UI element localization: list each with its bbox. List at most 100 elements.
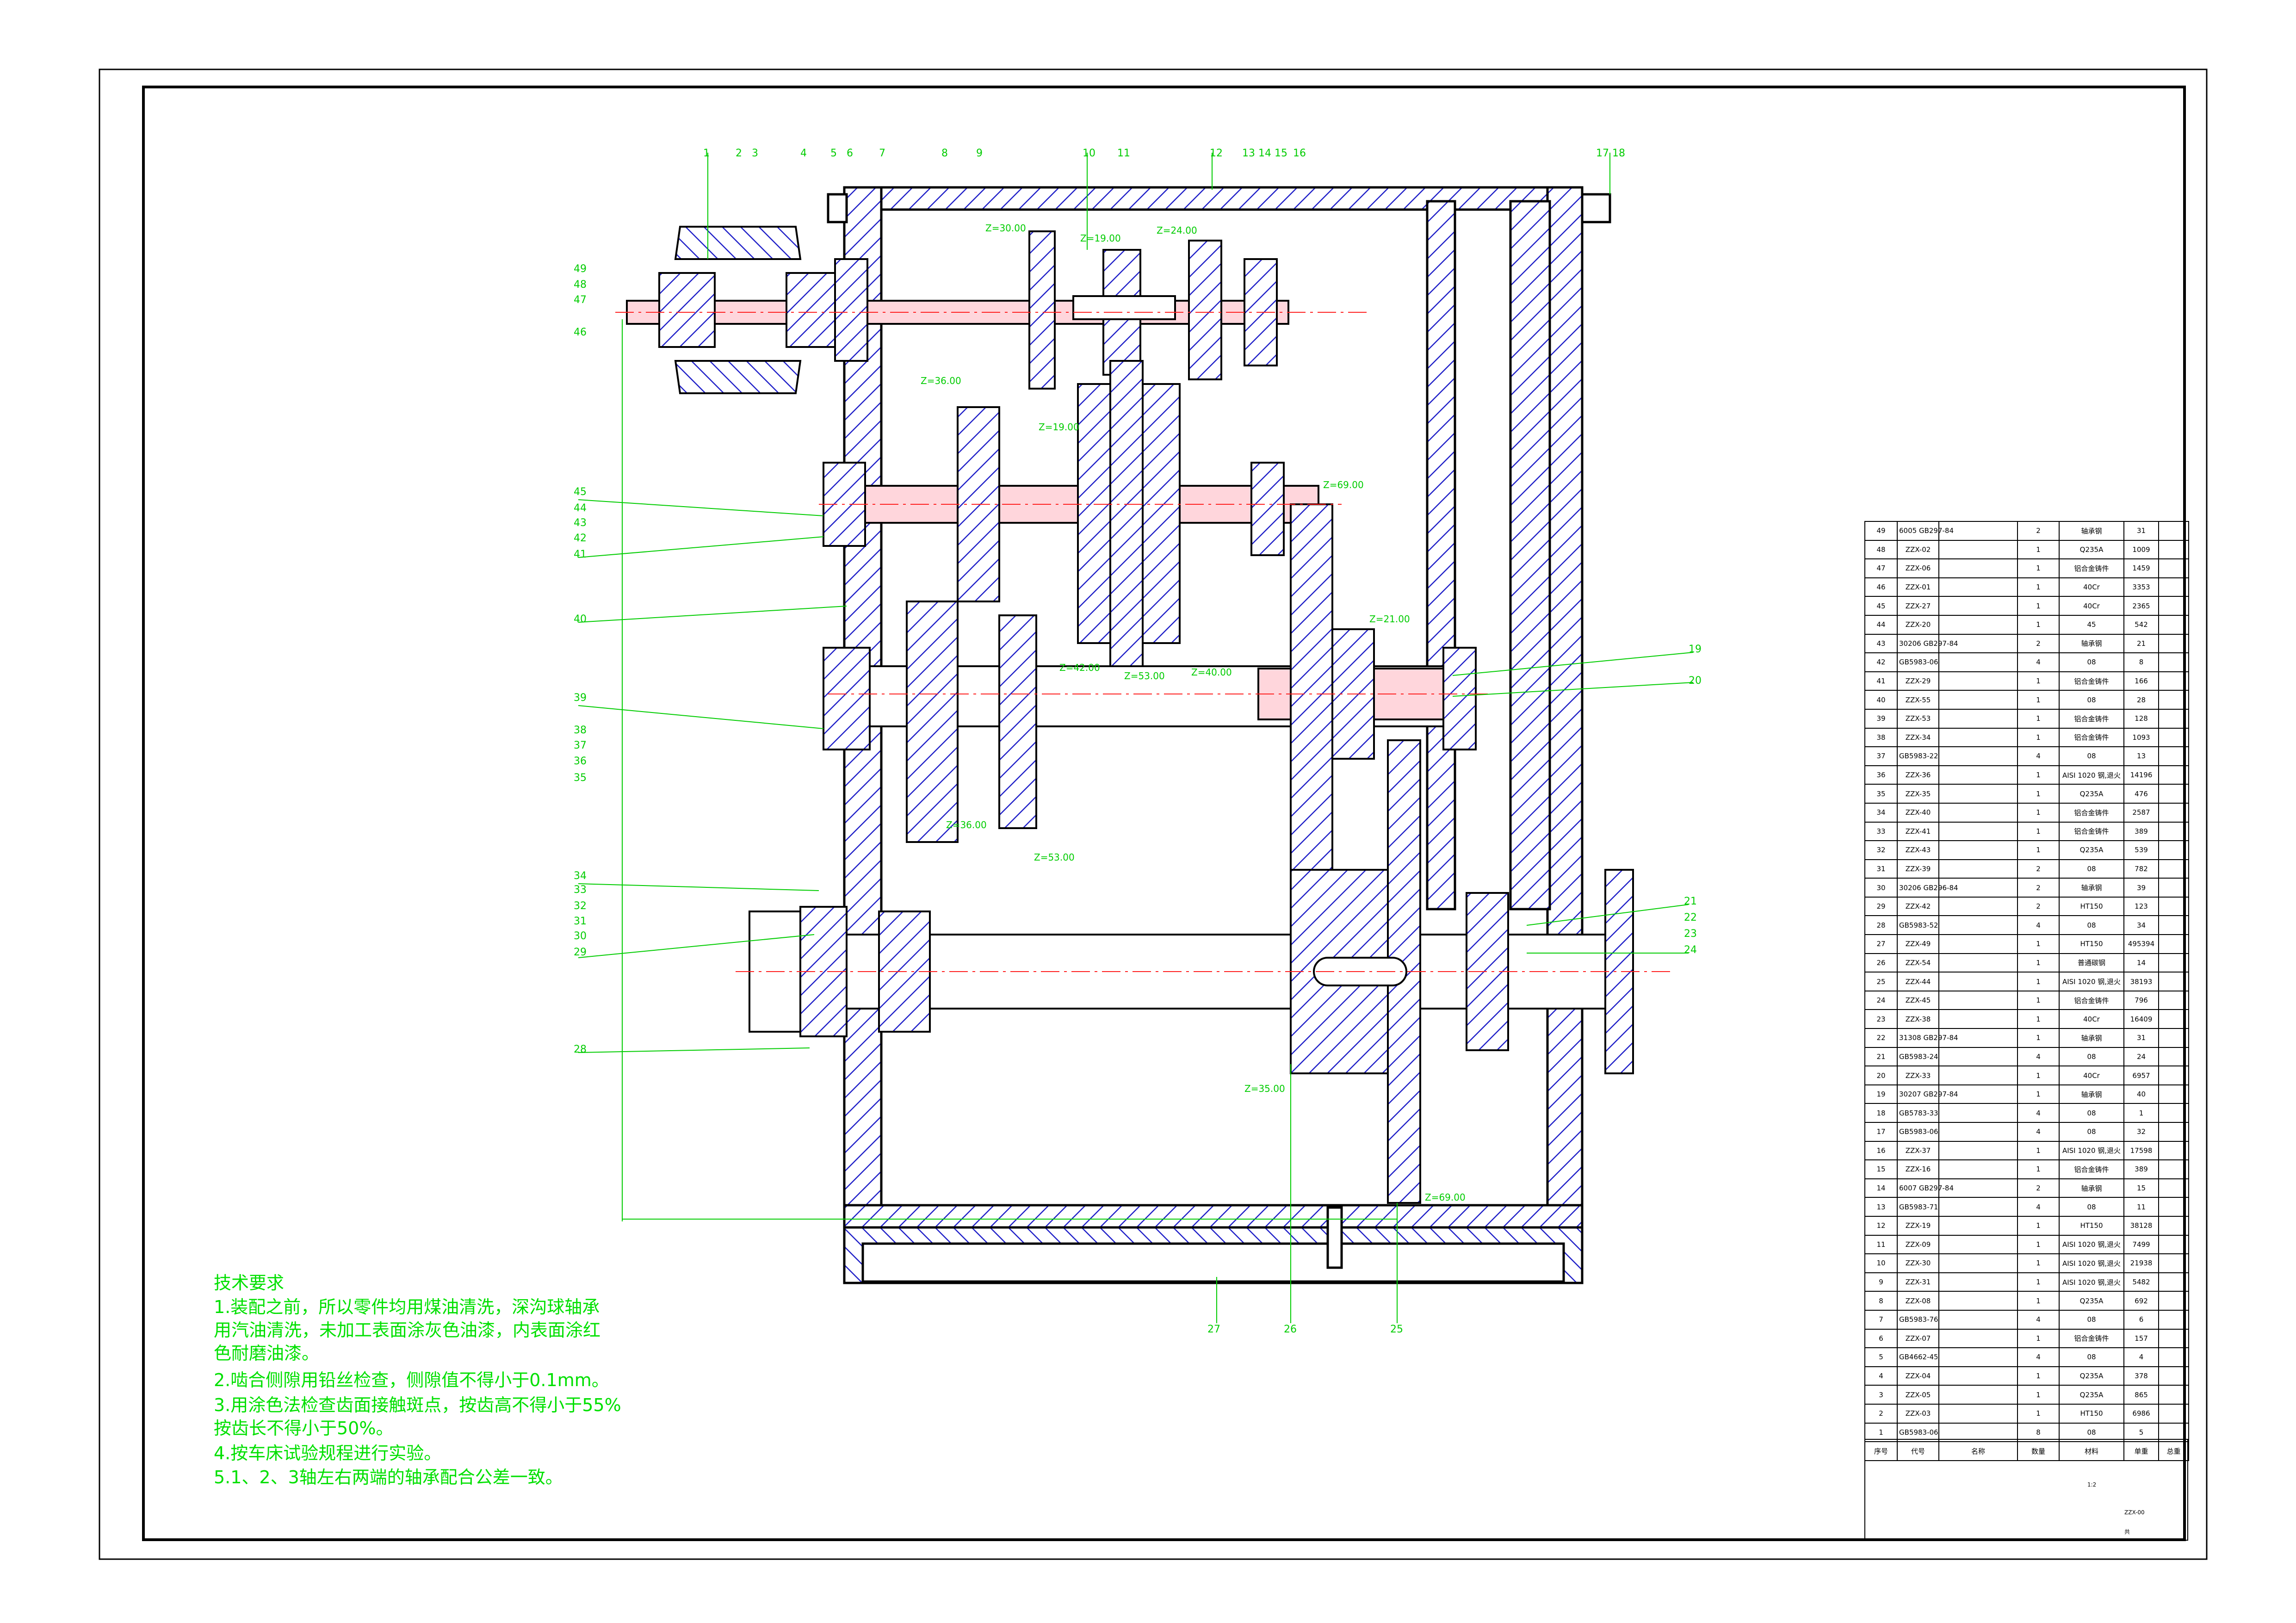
callout: 27 (1207, 1324, 1220, 1335)
tech-requirement-line: 3.用涂色法检查齿面接触斑点，按齿高不得小于55% (214, 1395, 621, 1415)
bom-cell: 轴承钢 (2059, 1028, 2124, 1048)
bom-cell: 1 (2017, 671, 2060, 691)
bom-cell: 26 (1864, 953, 1898, 973)
bom-cell (1938, 614, 2018, 635)
bom-cell: 166 (2123, 671, 2159, 691)
bom-cell: 782 (2123, 859, 2159, 879)
bom-cell (1938, 1065, 2018, 1085)
callout: 19 (1689, 644, 1702, 655)
callout: 11 (1117, 148, 1130, 159)
bom-cell (2158, 840, 2189, 860)
bom-cell: 08 (2059, 1309, 2124, 1330)
callout: 41 (574, 549, 587, 560)
bom-cell: 1009 (2123, 539, 2159, 560)
bom-cell (2158, 896, 2189, 917)
gear-label: Z=40.00 (1191, 667, 1232, 678)
callout: 22 (1684, 912, 1697, 923)
bom-cell (1938, 1309, 2018, 1330)
bom-cell (1938, 840, 2018, 860)
bom-cell: 1 (2017, 1159, 2060, 1179)
bom-cell (1938, 746, 2018, 766)
bom-cell: 1 (2017, 727, 2060, 748)
bom-cell: 08 (2059, 1422, 2124, 1443)
bom-cell (1938, 521, 2018, 541)
bom-cell: 14196 (2123, 765, 2159, 785)
bom-cell: 21 (2123, 633, 2159, 654)
bom-cell: HT150 (2059, 896, 2124, 917)
bom-cell: 1 (2017, 1084, 2060, 1104)
bom-cell (1938, 596, 2018, 616)
bom-header-cell: 数量 (2017, 1441, 2060, 1461)
bom-cell: 08 (2059, 1197, 2124, 1217)
bom-cell: 1 (2017, 1366, 2060, 1386)
callout: 32 (574, 900, 587, 912)
bom-cell: ZZX-07 (1897, 1328, 1939, 1349)
bom-cell: 123 (2123, 896, 2159, 917)
bom-cell: ZZX-06 (1897, 558, 1939, 578)
bom-cell: 17 (1864, 1122, 1898, 1142)
bom-cell: ZZX-35 (1897, 784, 1939, 804)
bom-cell: ZZX-40 (1897, 802, 1939, 823)
bom-cell: 9 (1864, 1272, 1898, 1292)
bom-cell: 1 (2017, 558, 2060, 578)
bom-cell: ZZX-09 (1897, 1234, 1939, 1255)
bom-cell: 495394 (2123, 934, 2159, 954)
bom-cell: 18 (1864, 1103, 1898, 1123)
bom-cell: 08 (2059, 652, 2124, 672)
callout: 33 (574, 884, 587, 896)
bom-cell: 08 (2059, 1122, 2124, 1142)
bom-cell: GB5983-06 (1897, 1422, 1939, 1443)
bom-cell: 4 (2017, 1309, 2060, 1330)
bom-cell: 2 (2017, 1178, 2060, 1198)
callout: 4 (800, 148, 807, 159)
bom-cell (2158, 1065, 2189, 1085)
gear-label: Z=69.00 (1323, 479, 1364, 490)
bom-cell (2158, 727, 2189, 748)
bom-cell: AISI 1020 钢,退火 (2059, 972, 2124, 991)
bom-cell: 4 (2017, 1347, 2060, 1367)
drawing-number: ZZX-00 (2124, 1509, 2145, 1516)
bom-cell: 5 (1864, 1347, 1898, 1367)
bom-cell: 37 (1864, 746, 1898, 766)
bom-cell: 08 (2059, 859, 2124, 879)
gear-label: Z=35.00 (1244, 1083, 1285, 1094)
bom-cell: 32 (2123, 1122, 2159, 1142)
bom-cell: 40Cr (2059, 577, 2124, 597)
bom-cell (1938, 1328, 2018, 1349)
bom-cell (2158, 521, 2189, 541)
bom-cell: 4 (2017, 746, 2060, 766)
bom-cell: Q235A (2059, 1385, 2124, 1405)
bom-cell (1938, 558, 2018, 578)
tech-requirement-line: 色耐磨油漆。 (214, 1343, 320, 1363)
bom-cell: 轴承钢 (2059, 878, 2124, 898)
bom-cell: ZZX-54 (1897, 953, 1939, 973)
bom-cell: 31 (1864, 859, 1898, 879)
bom-cell: 8 (2017, 1422, 2060, 1443)
bom-cell: 16409 (2123, 1009, 2159, 1029)
bom-cell: ZZX-27 (1897, 596, 1939, 616)
bom-cell: 铝合金铸件 (2059, 671, 2124, 691)
bom-cell (2158, 1366, 2189, 1386)
bom-cell (1938, 652, 2018, 672)
bom-cell (2158, 1159, 2189, 1179)
bom-cell (1938, 708, 2018, 729)
callout: 7 (879, 148, 885, 159)
bom-cell: 1 (2017, 821, 2060, 842)
bom-cell: 13 (1864, 1197, 1898, 1217)
callout: 46 (574, 327, 587, 338)
tech-requirement-line: 用汽油清洗，未加工表面涂灰色油漆，内表面涂红 (214, 1320, 601, 1340)
bom-cell: 45 (1864, 596, 1898, 616)
